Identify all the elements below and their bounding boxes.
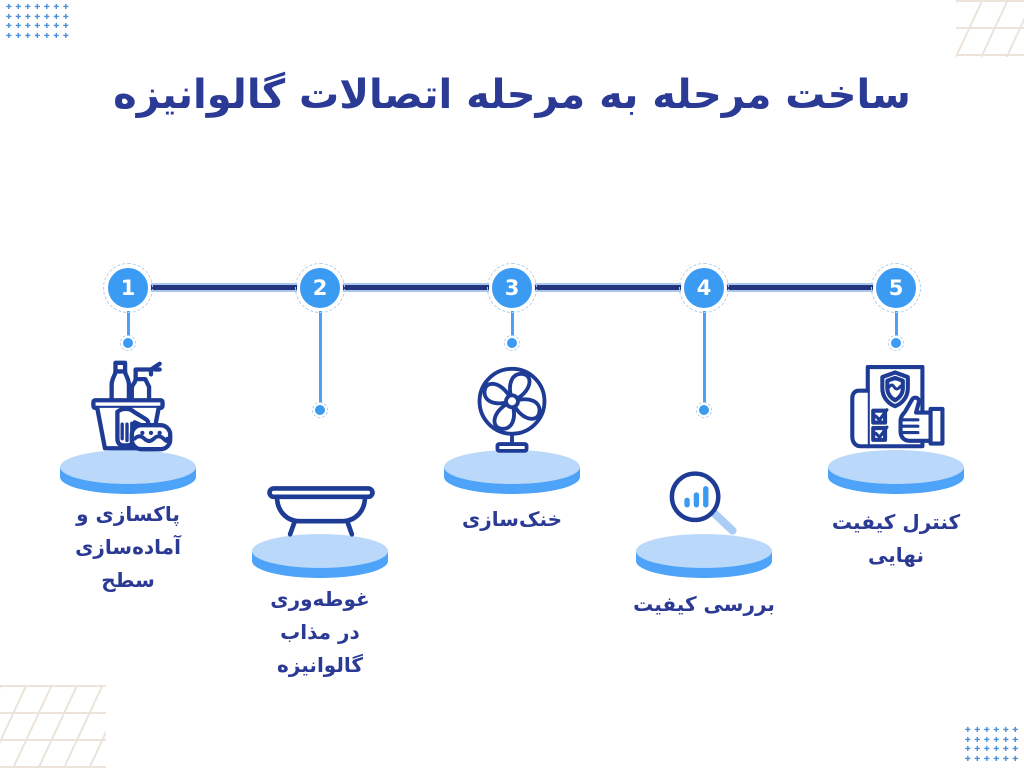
step-1-connector-line — [126, 311, 130, 338]
step-4-connector-line — [702, 311, 706, 404]
plus-dots-pattern-top-left: ✚✚✚✚✚✚✚✚✚✚✚✚✚✚✚✚✚✚✚✚✚✚✚✚✚✚✚✚ — [5, 3, 69, 40]
step-3-podium — [444, 450, 580, 494]
step-3-number-badge: 3 — [487, 263, 537, 313]
plus-dots-pattern-bottom-right: ✚✚✚✚✚✚✚✚✚✚✚✚✚✚✚✚✚✚✚✚✚✚✚✚ — [964, 726, 1019, 763]
step-5-podium — [828, 450, 964, 494]
step-2-label: غوطه‌وری در مذاب گالوانیزه — [270, 587, 370, 677]
step-4-number-badge: 4 — [679, 263, 729, 313]
step-3-connector-line — [510, 311, 514, 338]
cooling-fan-icon — [477, 366, 547, 453]
step-3-label: خنک‌سازی — [461, 507, 563, 531]
step-1-connector-dot — [119, 335, 136, 351]
step-4-label: بررسی کیفیت — [633, 592, 775, 616]
step-1-number-badge: 1 — [103, 263, 153, 313]
step-5-label: کنترل کیفیت نهایی — [831, 510, 961, 567]
step-5-number-badge: 5 — [871, 263, 921, 313]
step-2-podium — [252, 534, 388, 578]
step-1-podium — [60, 450, 196, 494]
step-4-connector-dot — [695, 402, 712, 418]
step-5-connector-line — [894, 311, 898, 338]
page-title: ساخت مرحله به مرحله اتصالات گالوانیزه — [113, 72, 911, 118]
quality-inspection-magnifier-icon — [669, 471, 737, 535]
step-2-connector-line — [318, 311, 322, 404]
final-quality-certificate-icon — [850, 364, 945, 449]
step-2-number-badge: 2 — [295, 263, 345, 313]
galvanizing-bath-icon — [267, 486, 375, 537]
step-4-podium — [636, 534, 772, 578]
step-5-connector-dot — [887, 335, 904, 351]
diagonal-lines-pattern-top-right — [956, 0, 1024, 57]
cleaning-supplies-icon — [91, 360, 173, 452]
diagonal-lines-pattern-bottom-left — [0, 685, 106, 768]
step-2-connector-dot — [311, 402, 328, 418]
step-3-connector-dot — [503, 335, 520, 351]
step-1-label: پاکسازی و آماده‌سازی سطح — [75, 502, 181, 592]
